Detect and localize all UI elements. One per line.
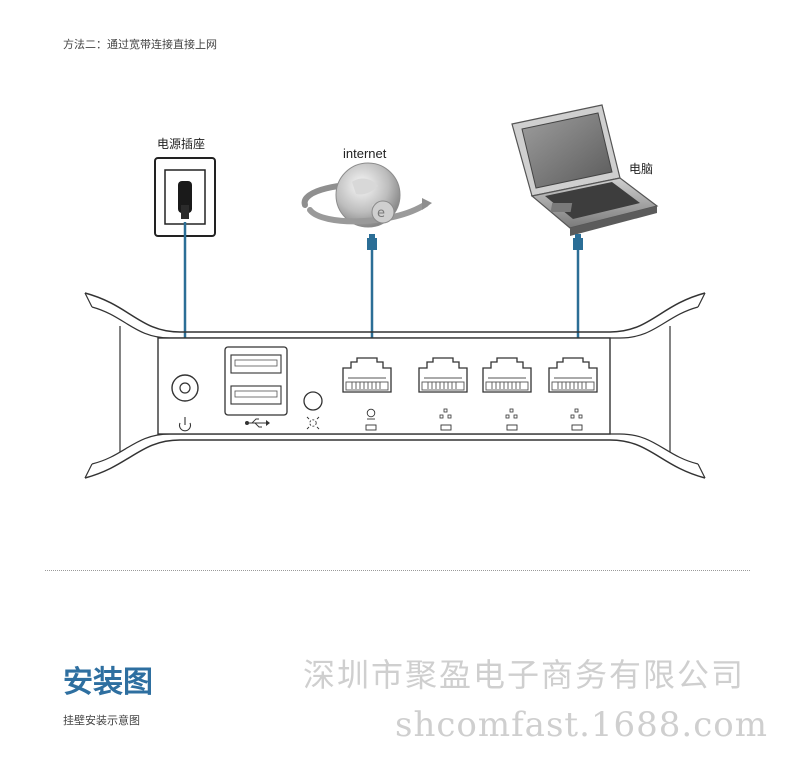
- reset-icon: [306, 416, 320, 430]
- cable-plug-wan-top: [367, 234, 377, 250]
- cable-plug-lan-top: [573, 234, 583, 250]
- computer-label: 电脑: [629, 162, 654, 176]
- install-title: 安装图: [63, 665, 153, 700]
- svg-text:e: e: [377, 206, 385, 221]
- power-icon: [178, 417, 192, 432]
- watermark-site: shcomfast.1688.com: [395, 705, 768, 745]
- power-socket-label: 电源插座: [157, 137, 206, 151]
- lan-network-icon: [505, 408, 518, 431]
- internet-globe-icon: e: [301, 162, 432, 228]
- power-jack: [171, 374, 199, 402]
- laptop-icon: [511, 104, 659, 236]
- dotted-divider: [45, 570, 750, 571]
- install-subtitle: 挂壁安装示意图: [63, 714, 140, 727]
- internet-label: internet: [343, 146, 387, 161]
- usb-icon: [245, 418, 270, 428]
- usb-ports: [224, 346, 288, 416]
- reset-button: [303, 391, 323, 411]
- wan-globe-icon: [365, 408, 377, 431]
- connection-diagram: e: [84, 104, 706, 479]
- watermark-company: 深圳市聚盈电子商务有限公司: [303, 656, 746, 694]
- lan-network-icon: [439, 408, 452, 431]
- method-title: 方法二：通过宽带连接直接上网: [63, 38, 217, 51]
- lan-network-icon: [570, 408, 583, 431]
